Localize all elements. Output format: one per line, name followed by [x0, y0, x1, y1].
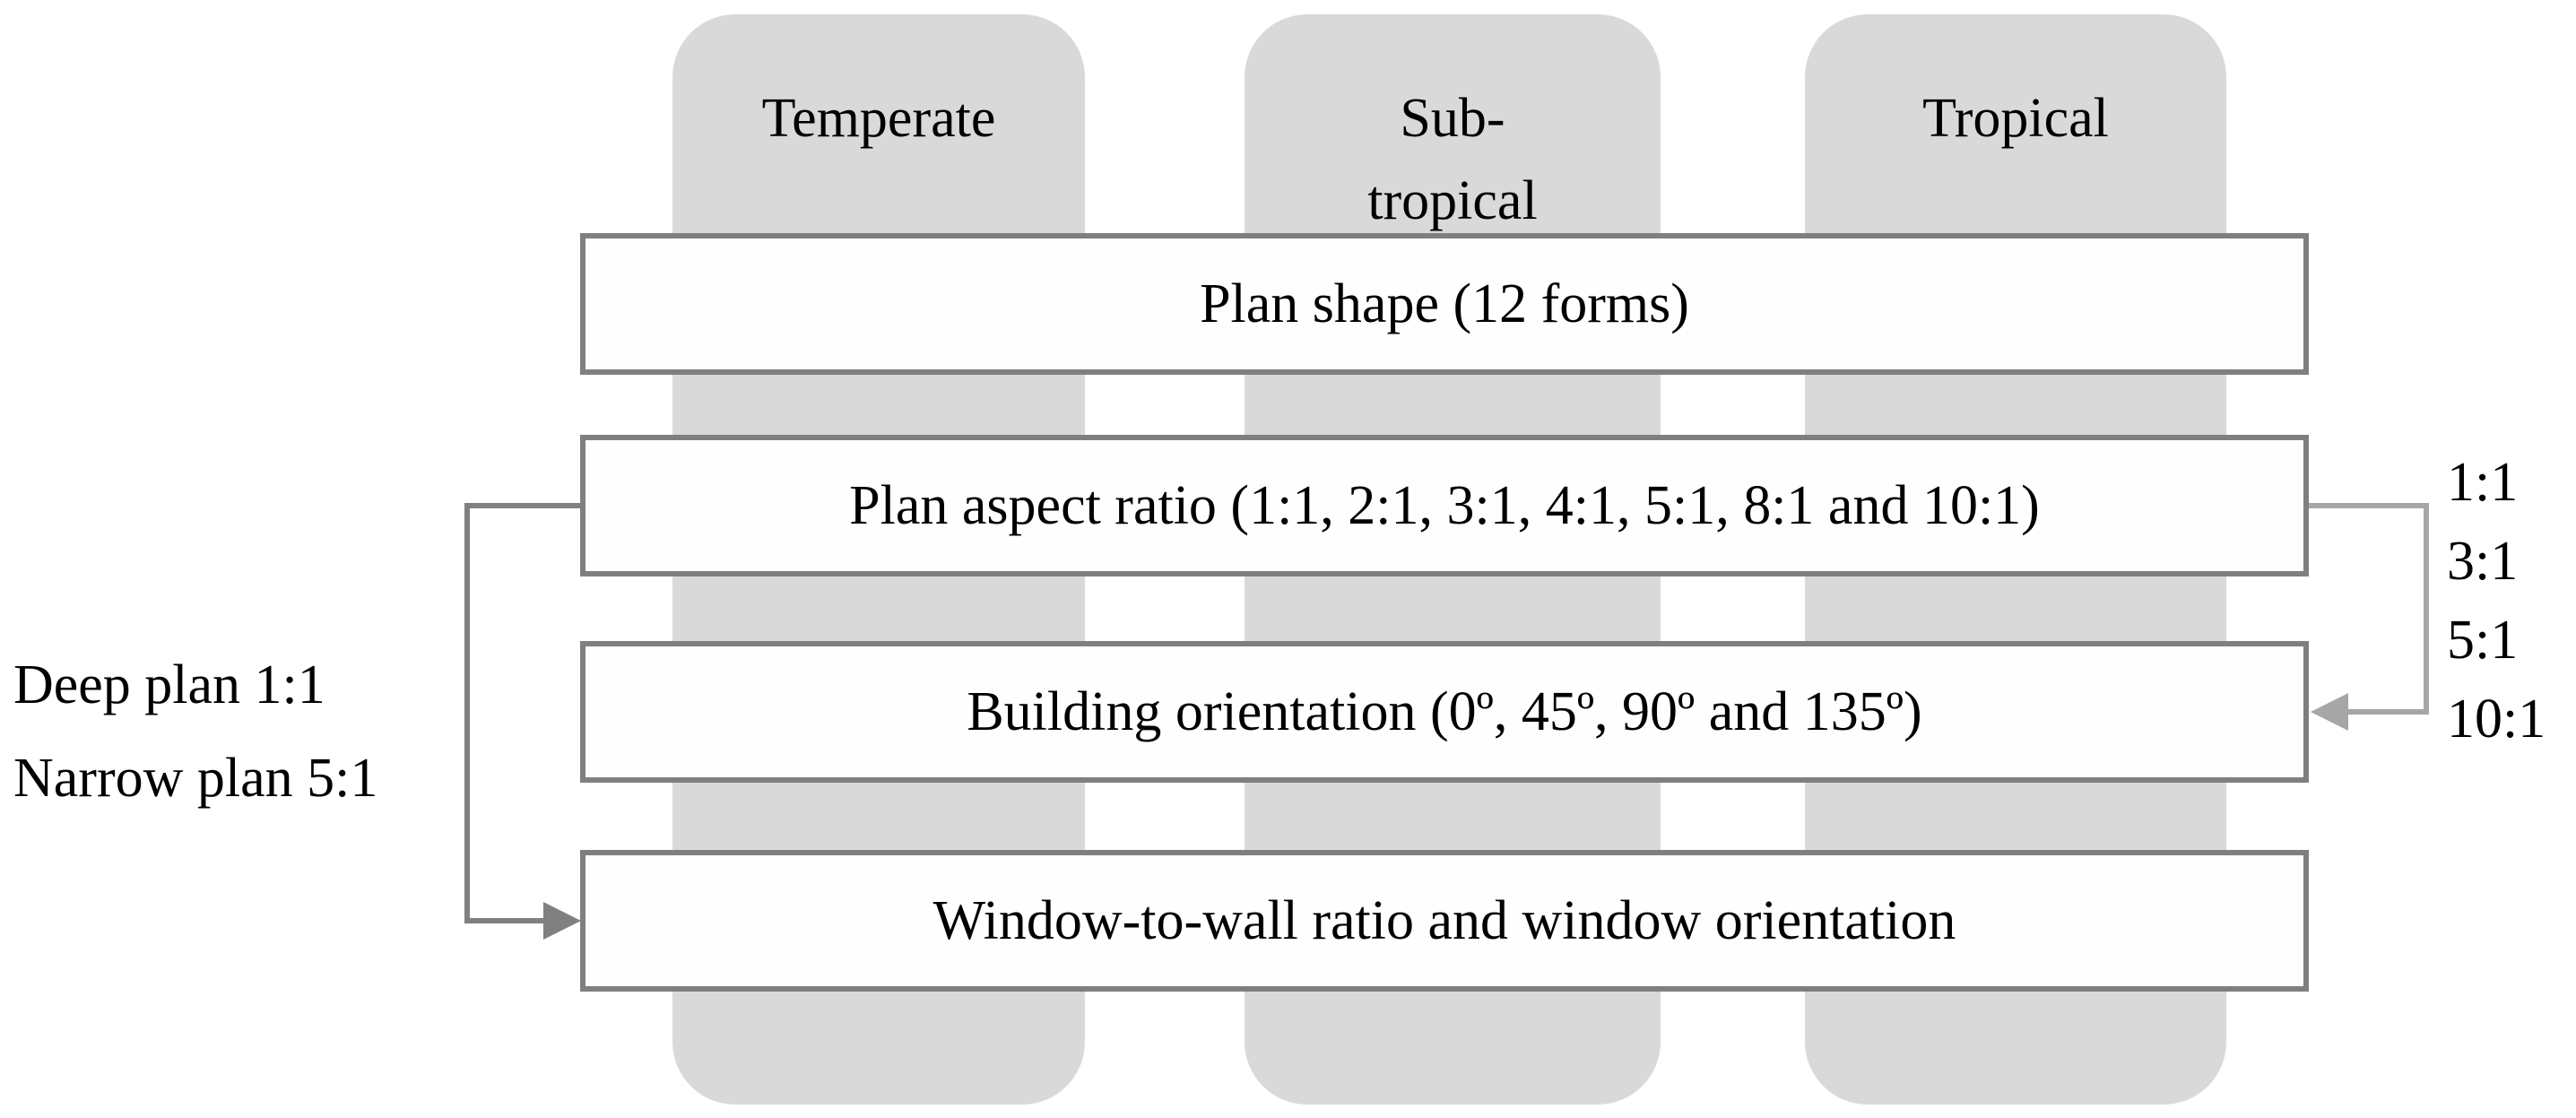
climate-column-label: Sub- tropical	[1245, 77, 1661, 242]
step-box-plan-shape: Plan shape (12 forms)	[580, 233, 2309, 375]
arrowhead-left-icon	[2311, 693, 2348, 731]
climate-column-label: Temperate	[672, 77, 1085, 160]
climate-column-label-line1: Temperate	[761, 88, 996, 149]
connector-right-vertical-segment	[2424, 503, 2429, 712]
left-annotation: Deep plan 1:1 Narrow plan 5:1	[13, 638, 377, 825]
step-box-plan-aspect-ratio: Plan aspect ratio (1:1, 2:1, 3:1, 4:1, 5…	[580, 435, 2309, 576]
climate-column-label-line1: Sub-	[1400, 88, 1505, 149]
connector-left-vertical-segment	[464, 503, 470, 923]
climate-column-label-line1: Tropical	[1922, 88, 2109, 149]
left-annotation-line1: Deep plan 1:1	[13, 654, 325, 715]
connector-left-top-segment	[464, 503, 580, 508]
step-label: Building orientation (0º, 45º, 90º and 1…	[967, 680, 1922, 742]
aspect-ratio-label: 5:1	[2447, 610, 2519, 671]
connector-left-bottom-segment	[464, 918, 547, 923]
climate-column-label: Tropical	[1805, 77, 2226, 160]
step-label: Plan shape (12 forms)	[1200, 273, 1689, 334]
step-label: Window-to-wall ratio and window orientat…	[932, 889, 1956, 951]
step-box-building-orientation: Building orientation (0º, 45º, 90º and 1…	[580, 641, 2309, 783]
left-annotation-line2: Narrow plan 5:1	[13, 748, 378, 809]
arrowhead-right-icon	[543, 902, 581, 940]
step-label: Plan aspect ratio (1:1, 2:1, 3:1, 4:1, 5…	[849, 474, 2040, 536]
right-annotation: 1:1 3:1 5:1 10:1	[2447, 443, 2546, 758]
aspect-ratio-label: 1:1	[2447, 452, 2519, 513]
aspect-ratio-label: 10:1	[2447, 689, 2546, 750]
connector-right-top-segment	[2309, 503, 2429, 508]
connector-right-bottom-segment	[2347, 709, 2429, 715]
climate-column-label-line2: tropical	[1367, 170, 1538, 231]
aspect-ratio-label: 3:1	[2447, 531, 2519, 592]
step-box-window-to-wall: Window-to-wall ratio and window orientat…	[580, 850, 2309, 992]
